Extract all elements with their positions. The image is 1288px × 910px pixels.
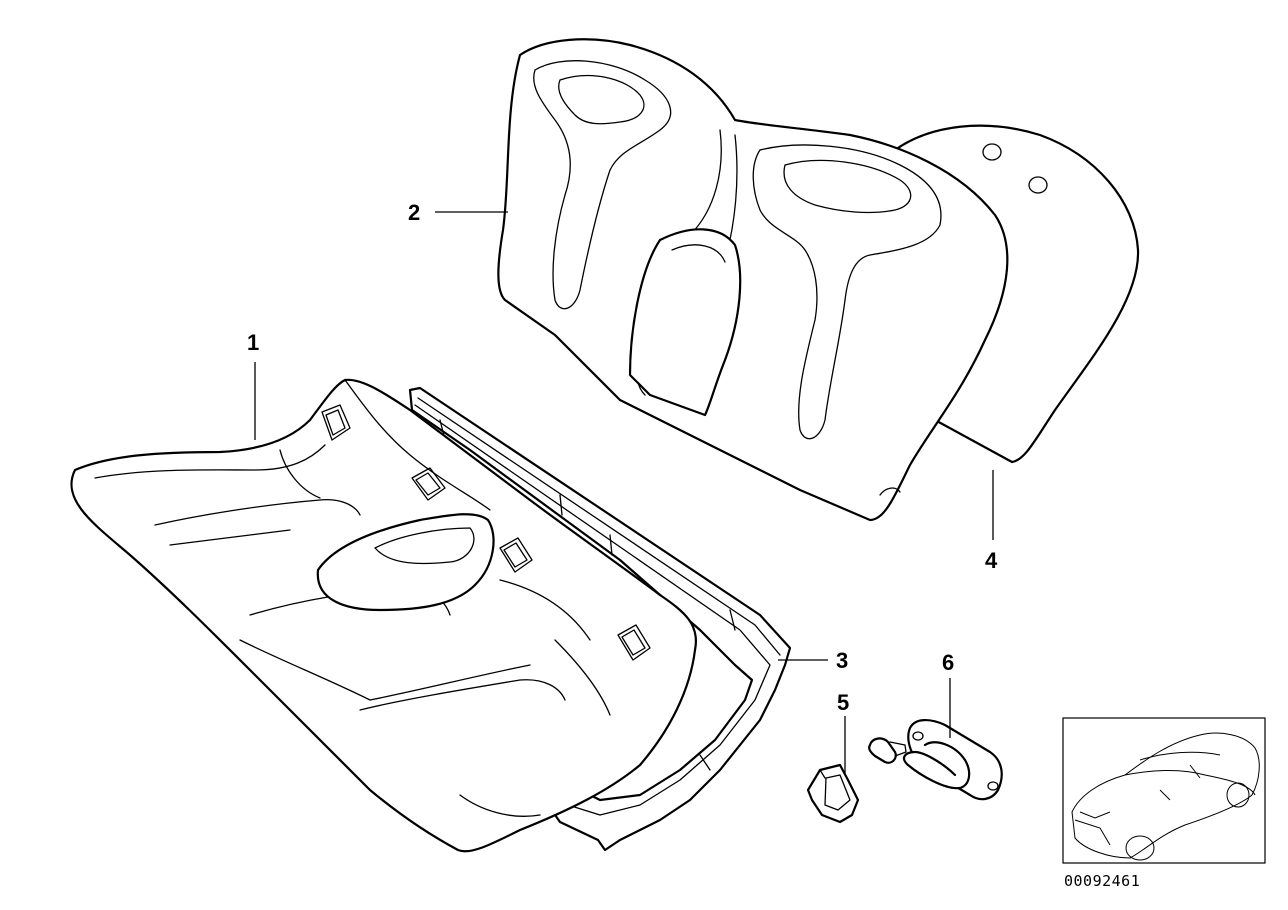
car-locator-thumbnail: [1062, 717, 1266, 864]
latch-bracket-icon: [902, 719, 1003, 801]
seat-cushion-icon: [70, 378, 698, 853]
clip-icon: [806, 763, 860, 824]
car-locator-icon: [1071, 732, 1260, 861]
callout-5: 5: [837, 690, 849, 715]
backrest-cover-icon: [497, 38, 1009, 522]
callout-6: 6: [942, 650, 954, 675]
leader-lines: [254, 211, 994, 775]
callout-1: 1: [247, 330, 259, 355]
callout-3: 3: [836, 648, 848, 673]
screw-icon: [868, 737, 907, 764]
reference-number: 00092461: [1064, 872, 1140, 890]
callout-4: 4: [985, 548, 998, 573]
callout-2: 2: [408, 200, 420, 225]
